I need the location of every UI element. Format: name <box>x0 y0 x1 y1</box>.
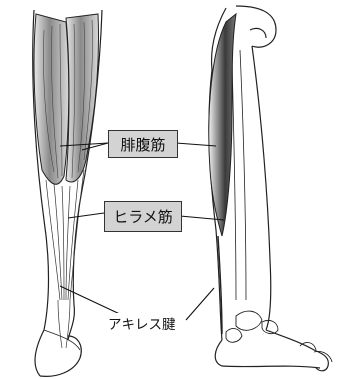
achilles-side <box>218 236 222 334</box>
achilles-tendon-label: アキレス腱 <box>106 313 178 333</box>
soleus-label: ヒラメ筋 <box>104 201 182 232</box>
gastrocnemius-muscle <box>34 14 99 184</box>
gastrocnemius-label: 腓腹筋 <box>108 130 178 158</box>
soleus-and-tendon <box>46 170 84 348</box>
